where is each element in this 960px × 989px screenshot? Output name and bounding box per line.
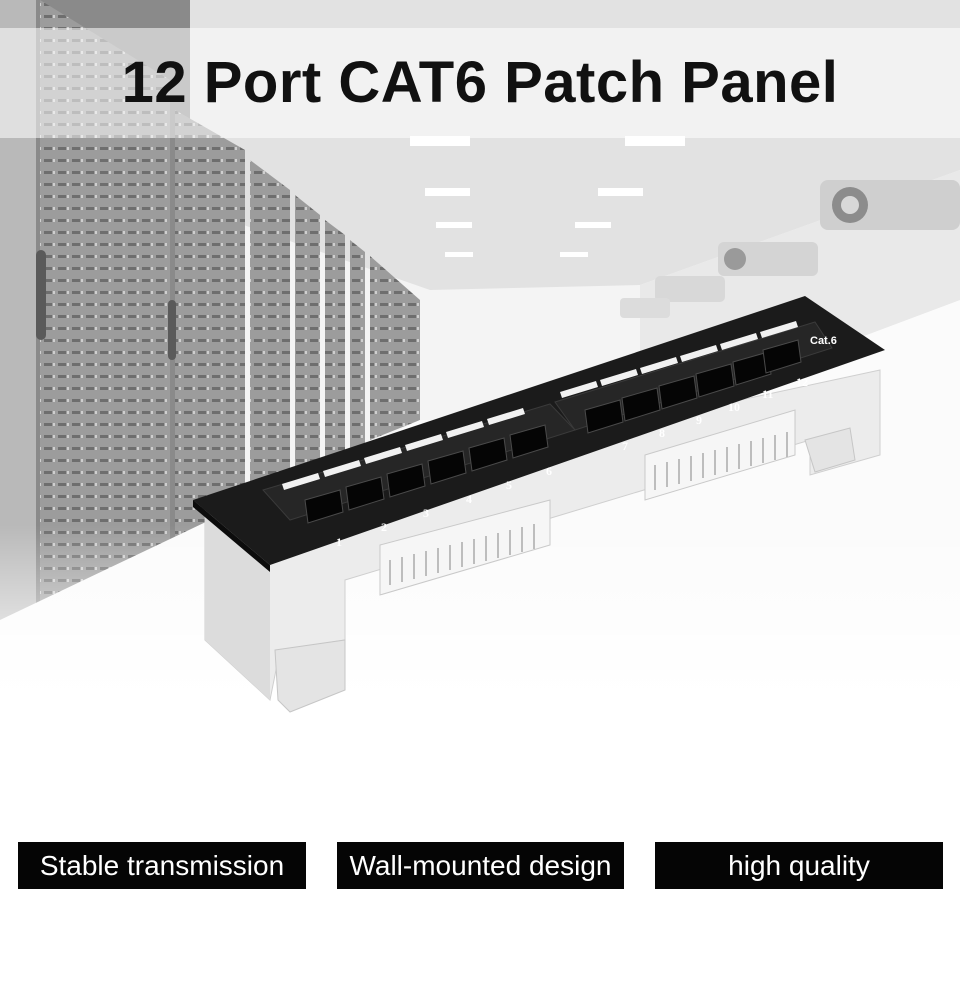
port-number-12: 12: [796, 375, 808, 389]
port-number-1: 1: [336, 535, 342, 549]
port-number-5: 5: [506, 478, 512, 492]
title-band: [0, 28, 960, 138]
port-number-4: 4: [466, 492, 472, 506]
cat6-marking: Cat.6: [810, 335, 837, 347]
port-number-9: 9: [696, 413, 702, 427]
port-number-7: 7: [622, 439, 628, 453]
port-number-3: 3: [423, 506, 429, 520]
port-number-6: 6: [546, 464, 552, 478]
port-number-2: 2: [381, 520, 387, 534]
mounting-bracket-right: [804, 427, 856, 473]
punchdown-strip-right: [644, 409, 796, 501]
panel-faceplate-edge: [193, 500, 270, 572]
punchdown-strip-left: [379, 499, 551, 596]
feature-badge-high-quality: high quality: [655, 842, 943, 889]
mounting-bracket-left: [274, 639, 346, 713]
page-title: 12 Port CAT6 Patch Panel: [121, 50, 839, 115]
feature-badge-wall-mounted-design: Wall-mounted design: [337, 842, 624, 889]
feature-badge-stable-transmission: Stable transmission: [18, 842, 306, 889]
port-number-11: 11: [762, 387, 773, 401]
port-number-8: 8: [659, 426, 665, 440]
panel-housing-side: [205, 515, 270, 700]
port-number-10: 10: [728, 400, 740, 414]
